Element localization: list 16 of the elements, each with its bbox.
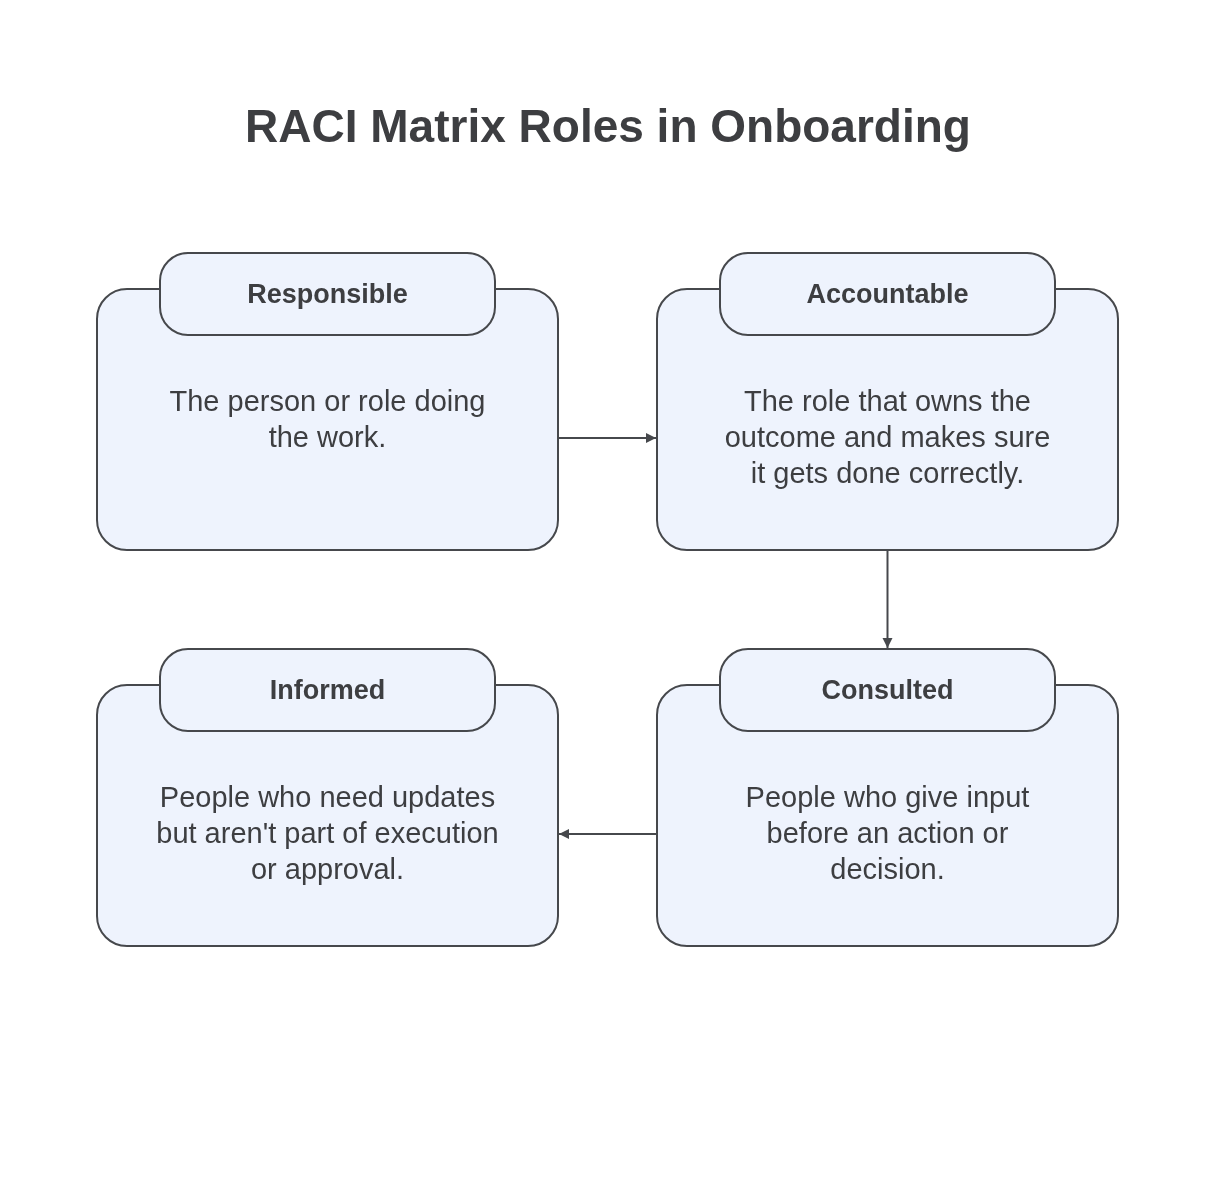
card-heading: Consulted <box>821 673 954 706</box>
card-heading: Accountable <box>806 277 969 310</box>
card-heading: Responsible <box>247 277 408 310</box>
card-description: People who need updates but aren't part of execution or approval. <box>155 780 500 887</box>
card-description: People who give input before an action or decision. <box>744 780 1031 887</box>
card-description: The person or role doing the work. <box>168 384 487 455</box>
role-card <box>656 252 1119 551</box>
role-card <box>656 648 1119 947</box>
card-description: The role that owns the outcome and makes sure it gets done correctly. <box>723 384 1052 491</box>
role-card <box>96 252 559 551</box>
role-card <box>96 648 559 947</box>
arrow <box>882 550 893 649</box>
card-heading: Informed <box>269 673 386 706</box>
arrow <box>558 433 657 443</box>
diagram-title: RACI Matrix Roles in Onboarding <box>245 99 971 153</box>
arrow <box>558 829 657 839</box>
